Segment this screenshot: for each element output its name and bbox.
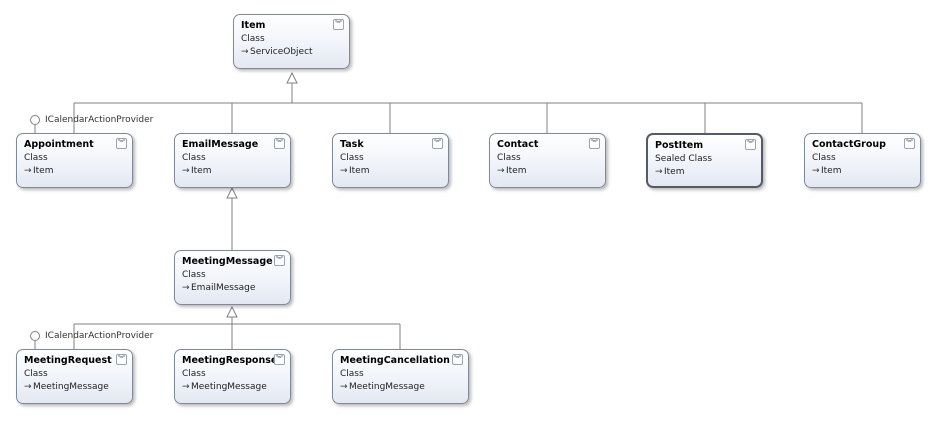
inherit-arrow-icon: → — [812, 166, 820, 176]
class-base: →Item — [340, 166, 370, 176]
interface-lollipop-icon — [30, 115, 40, 125]
base-class-name: Item — [506, 166, 527, 176]
class-name: ContactGroup — [812, 139, 886, 150]
class-base: →Item — [655, 167, 685, 177]
class-meeting-request[interactable]: MeetingRequest ︾ Class →MeetingMessage — [16, 349, 133, 404]
inherit-arrow-icon: → — [182, 382, 190, 392]
chevron-double-down-icon[interactable]: ︾ — [116, 138, 127, 149]
chevron-double-down-icon[interactable]: ︾ — [274, 354, 285, 365]
class-base: →Item — [24, 166, 54, 176]
base-class-name: Item — [821, 166, 842, 176]
chevron-double-down-icon[interactable]: ︾ — [333, 19, 344, 30]
inheritance-arrowhead-email-message — [226, 186, 238, 199]
class-contact-group[interactable]: ContactGroup ︾ Class →Item — [804, 133, 921, 188]
class-task[interactable]: Task ︾ Class →Item — [332, 133, 449, 188]
inherit-arrow-icon: → — [241, 47, 249, 57]
interface-label-appointment: ICalendarActionProvider — [45, 115, 154, 125]
base-class-name: Item — [349, 166, 370, 176]
inherit-arrow-icon: → — [182, 283, 190, 293]
class-meeting-cancellation[interactable]: MeetingCancellation ︾ Class →MeetingMess… — [332, 349, 469, 404]
class-base: →Item — [812, 166, 842, 176]
class-base: →EmailMessage — [182, 283, 255, 293]
class-name: Appointment — [24, 139, 94, 150]
interface-label-meeting-request: ICalendarActionProvider — [45, 331, 154, 341]
class-kind: Class — [182, 153, 206, 163]
inherit-arrow-icon: → — [182, 166, 190, 176]
class-base: →Item — [182, 166, 212, 176]
class-kind: Class — [182, 270, 206, 280]
class-name: Task — [340, 139, 364, 150]
inherit-arrow-icon: → — [340, 382, 348, 392]
base-class-name: MeetingMessage — [349, 382, 425, 392]
class-item[interactable]: Item ︾ Class →ServiceObject — [233, 14, 350, 69]
class-name: MeetingCancellation — [340, 355, 450, 366]
base-class-name: Item — [33, 166, 54, 176]
chevron-double-down-icon[interactable]: ︾ — [904, 138, 915, 149]
chevron-double-down-icon[interactable]: ︾ — [274, 138, 285, 149]
chevron-double-down-icon[interactable]: ︾ — [432, 138, 443, 149]
inherit-arrow-icon: → — [24, 166, 32, 176]
class-meeting-response[interactable]: MeetingResponse ︾ Class →MeetingMessage — [174, 349, 291, 404]
class-base: →MeetingMessage — [340, 382, 425, 392]
base-class-name: Item — [664, 167, 685, 177]
base-class-name: MeetingMessage — [33, 382, 109, 392]
class-contact[interactable]: Contact ︾ Class →Item — [489, 133, 606, 188]
base-class-name: ServiceObject — [250, 47, 313, 57]
class-name: EmailMessage — [182, 139, 259, 150]
chevron-double-down-icon[interactable]: ︾ — [745, 139, 756, 150]
class-name: MeetingMessage — [182, 256, 273, 267]
class-name: Item — [241, 20, 266, 31]
inheritance-arrowhead-meeting-message — [226, 305, 238, 318]
inheritance-arrowhead-item — [286, 71, 298, 84]
class-kind: Class — [241, 34, 265, 44]
class-appointment[interactable]: Appointment ︾ Class →Item — [16, 133, 133, 188]
class-base: →MeetingMessage — [24, 382, 109, 392]
inherit-arrow-icon: → — [497, 166, 505, 176]
class-kind: Class — [340, 153, 364, 163]
class-kind: Class — [182, 369, 206, 379]
inherit-arrow-icon: → — [655, 167, 663, 177]
class-base: →Item — [497, 166, 527, 176]
chevron-double-down-icon[interactable]: ︾ — [116, 354, 127, 365]
chevron-double-down-icon[interactable]: ︾ — [452, 354, 463, 365]
class-email-message[interactable]: EmailMessage ︾ Class →Item — [174, 133, 291, 188]
inherit-arrow-icon: → — [340, 166, 348, 176]
class-name: Contact — [497, 139, 539, 150]
interface-lollipop-icon — [30, 331, 40, 341]
class-kind: Class — [24, 369, 48, 379]
class-kind: Class — [24, 153, 48, 163]
class-base: →ServiceObject — [241, 47, 313, 57]
base-class-name: EmailMessage — [191, 283, 256, 293]
base-class-name: Item — [191, 166, 212, 176]
class-name: MeetingRequest — [24, 355, 112, 366]
class-post-item[interactable]: PostItem ︾ Sealed Class →Item — [646, 133, 763, 188]
chevron-double-down-icon[interactable]: ︾ — [274, 255, 285, 266]
class-kind: Class — [497, 153, 521, 163]
class-kind: Sealed Class — [655, 154, 713, 164]
base-class-name: MeetingMessage — [191, 382, 267, 392]
class-kind: Class — [812, 153, 836, 163]
class-meeting-message[interactable]: MeetingMessage ︾ Class →EmailMessage — [174, 250, 291, 305]
class-kind: Class — [340, 369, 364, 379]
inherit-arrow-icon: → — [24, 382, 32, 392]
class-base: →MeetingMessage — [182, 382, 267, 392]
class-name: PostItem — [655, 140, 704, 151]
chevron-double-down-icon[interactable]: ︾ — [589, 138, 600, 149]
class-name: MeetingResponse — [182, 355, 278, 366]
